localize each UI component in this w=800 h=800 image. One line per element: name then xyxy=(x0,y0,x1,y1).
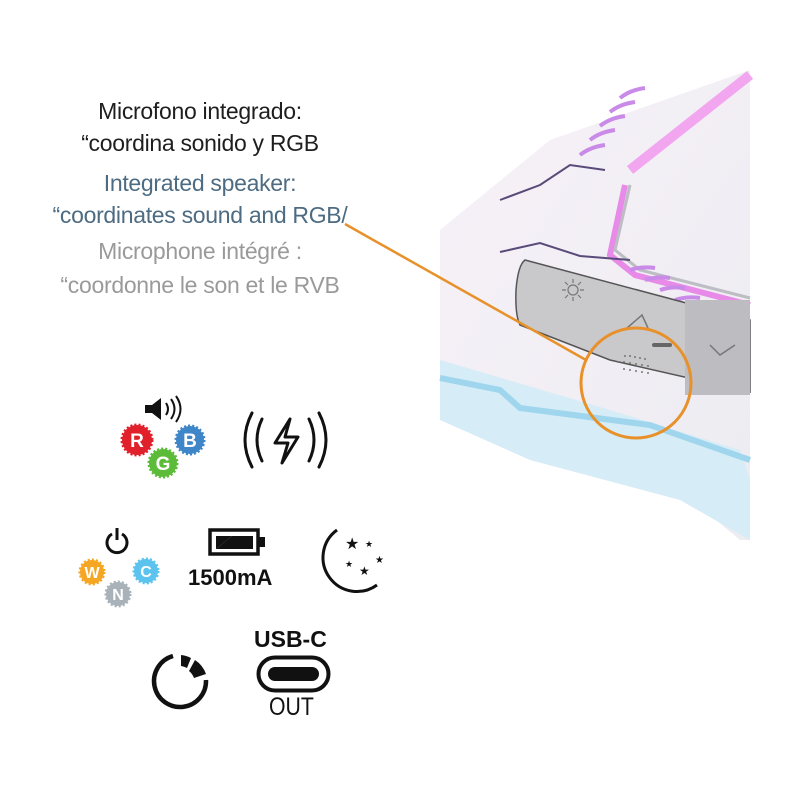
down-arrow-icon xyxy=(709,344,736,356)
svg-text:★: ★ xyxy=(345,534,359,553)
power-icon xyxy=(105,532,129,555)
usb-c-label: USB-C xyxy=(254,626,327,652)
caption-en-line2: “coordinates sound and RGB/ xyxy=(52,202,348,228)
up-arrow-icon xyxy=(626,313,649,329)
usb-c-port-icon xyxy=(256,655,331,693)
svg-text:C: C xyxy=(140,564,152,581)
rotary-dial-icon xyxy=(151,653,209,710)
sleep-mode-moon-icon: ★ ★ ★ ★ ★ xyxy=(321,528,384,593)
svg-text:★: ★ xyxy=(365,540,373,550)
speaker-icon xyxy=(145,398,161,420)
svg-text:G: G xyxy=(156,454,171,475)
battery-icon xyxy=(208,528,265,556)
caption-es-line1: Microfono integrado: xyxy=(98,98,302,124)
caption-es-line2: “coordina sonido y RGB xyxy=(81,130,319,156)
svg-text:★: ★ xyxy=(345,560,353,570)
svg-text:R: R xyxy=(130,431,144,452)
svg-text:W: W xyxy=(84,565,100,582)
svg-text:★: ★ xyxy=(375,555,384,566)
rgb-sound-sync-icon: R G B xyxy=(120,395,206,479)
callout-circle xyxy=(579,326,693,440)
battery-capacity-label: 1500mA xyxy=(188,565,273,590)
usb-out-label: OUT xyxy=(269,693,314,721)
svg-text:N: N xyxy=(112,587,124,604)
wireless-charging-icon xyxy=(243,411,328,469)
speaker-grille-icon xyxy=(617,355,649,374)
brightness-icon xyxy=(562,279,584,301)
svg-text:B: B xyxy=(183,431,197,452)
svg-text:★: ★ xyxy=(359,564,370,578)
caption-fr-line2: “coordonne le son et le RVB xyxy=(60,272,340,298)
caption-fr-line1: Microphone intégré : xyxy=(98,238,302,264)
caption-en-line1: Integrated speaker: xyxy=(103,170,297,196)
light-mode-power-icon: W N C xyxy=(78,528,160,608)
